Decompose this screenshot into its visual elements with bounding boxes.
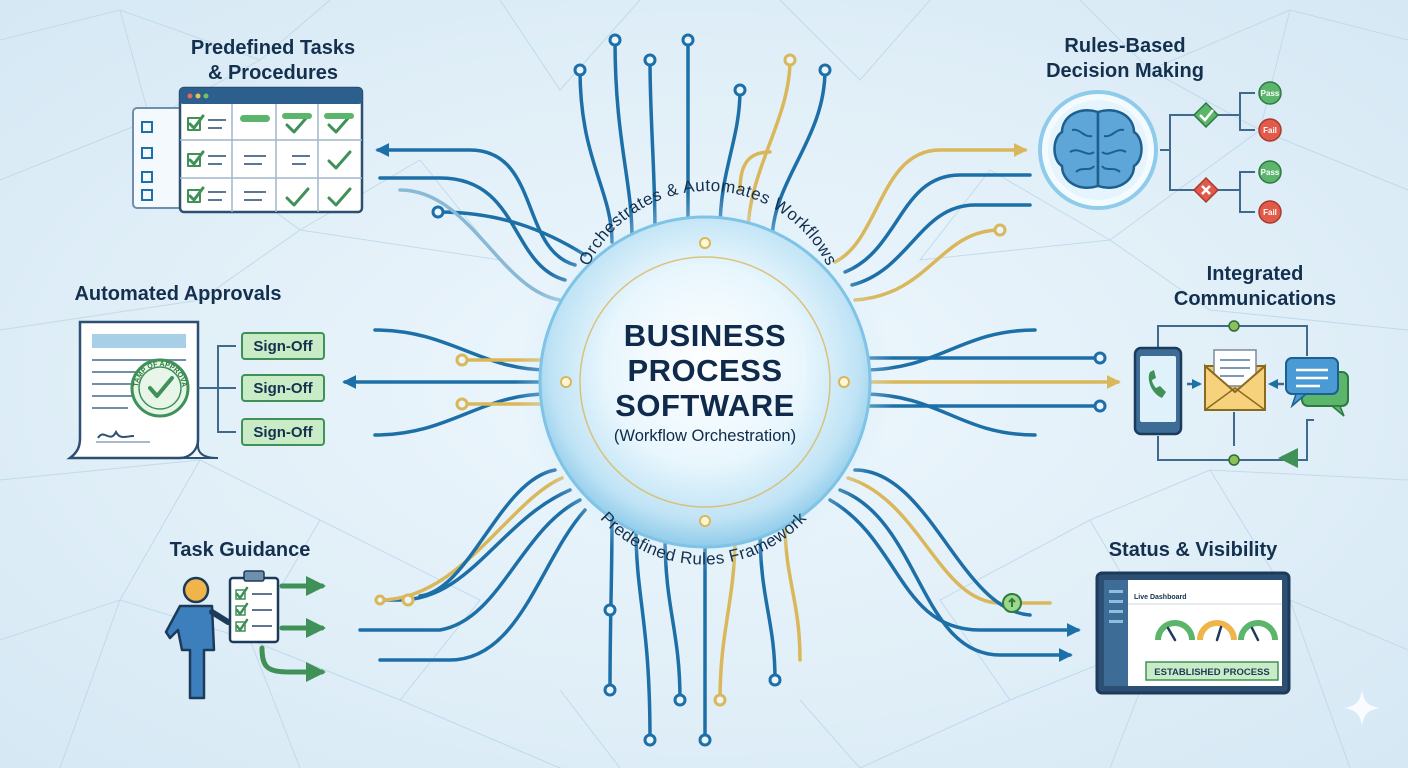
lower-left-connector-lines [358,468,587,662]
central-orb [538,215,872,549]
orb-nodes [560,237,850,527]
dashboard-header: Live Dashboard [1134,594,1187,601]
right-connector-lines [860,328,1121,437]
chat-icon [1285,357,1349,417]
guidance-arrows [259,576,326,682]
sparkle-icon [1344,690,1380,726]
title-task-guidance: Task Guidance [169,539,311,561]
signoff-label: Sign-Off [253,338,313,355]
center-label: BUSINESS PROCESS SOFTWARE (Workflow Orch… [560,318,850,447]
signoff-boxes: Sign-Off Sign-Off Sign-Off [241,332,325,446]
checklist-icon [132,86,364,214]
title-automated-approvals: Automated Approvals [74,283,282,305]
upper-right-connector-lines [833,143,1032,302]
title-status-visibility: Status & Visibility [1108,539,1278,561]
center-subtitle: (Workflow Orchestration) [613,427,797,445]
decision-outcomes: Pass Fail Pass Fail [1258,81,1282,224]
outcome-label: Pass [1261,168,1280,177]
top-line-nodes [573,33,832,97]
approval-connectors [198,345,236,433]
bottom-line-nodes [603,603,782,747]
outcome-label: Pass [1261,89,1280,98]
outcome-label: Fail [1263,126,1277,135]
lower-right-connector-lines [828,468,1081,662]
envelope-icon [1204,349,1266,411]
signoff-label: Sign-Off [253,424,313,441]
title-predefined-tasks: Predefined Tasks& Procedures [190,37,356,84]
center-title-line2: PROCESS [627,353,783,388]
center-title-line3: SOFTWARE [615,388,795,423]
communications-icons [1133,320,1349,468]
decision-diamonds [1192,101,1220,204]
signoff-label: Sign-Off [253,380,313,397]
center-title-line1: BUSINESS [623,318,787,353]
approval-document-icon [66,320,219,460]
live-dashboard-monitor [1095,571,1291,695]
person-icon [164,576,231,700]
brain-icon [1038,90,1158,210]
decision-tree [1160,92,1255,213]
outcome-label: Fail [1263,208,1277,217]
dashboard-banner: ESTABLISHED PROCESS [1154,667,1269,678]
clipboard-icon [228,570,280,644]
